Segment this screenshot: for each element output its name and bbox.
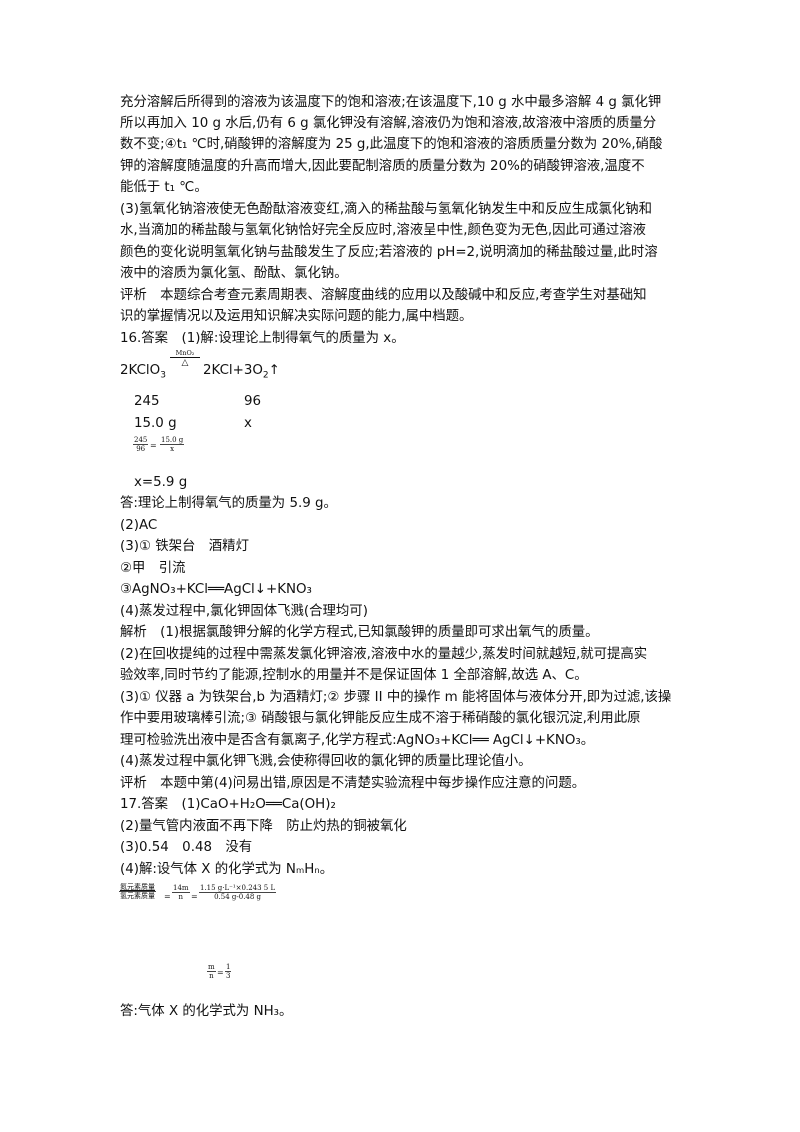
reaction-condition: MnO₂ △ (170, 350, 200, 369)
text-line: 水,当滴加的稀盐酸与氢氧化钠恰好完全反应时,溶液呈中性,颜色变为无色,因此可通过… (120, 223, 646, 238)
text-line: (2)量气管内液面不再下降 防止灼热的铜被氧化 (120, 819, 407, 834)
text-line: 液中的溶质为氯化氢、酚酞、氯化钠。 (120, 266, 348, 281)
text-line: 评析 本题综合考查元素周期表、溶解度曲线的应用以及酸碱中和反应,考查学生对基础知 (120, 288, 647, 303)
text-line: 识的掌握情况以及运用知识解决实际问题的能力,属中档题。 (120, 309, 473, 324)
equals-sign: = (191, 892, 198, 901)
text-line: 钾的溶解度随温度的升高而增大,因此要配制溶质的质量分数为 20%的硝酸钾溶液,温… (120, 159, 645, 174)
result-x: x=5.9 g (134, 475, 188, 490)
catalyst-label: MnO₂ (170, 350, 200, 358)
text-line: (2)在回收提纯的过程中需蒸发氯化钾溶液,溶液中水的量越少,蒸发时间就越短,就可… (120, 647, 648, 662)
gas-arrow: ↑ (268, 363, 280, 378)
equals-sign: = (150, 441, 157, 450)
text-line: ③AgNO₃+KCl══AgCl↓+KNO₃ (120, 582, 312, 597)
text-line: 所以再加入 10 g 水后,仍有 6 g 氯化钾没有溶解,溶液仍为饱和溶液,故溶… (120, 116, 657, 131)
text-line: 16.答案 (1)解:设理论上制得氧气的质量为 x。 (120, 331, 405, 346)
measured-ratio-fraction: 1.15 g·L⁻¹×0.243 5 L 0.54 g-0.48 g (199, 884, 277, 901)
text-line: 充分溶解后所得到的溶液为该温度下的饱和溶液;在该温度下,10 g 水中最多溶解 … (120, 95, 662, 110)
m-over-n-fraction: m n (207, 963, 216, 980)
mass-ratio-fraction: 氮元素质量 氢元素质量 (119, 883, 156, 900)
text-line: 答:理论上制得氧气的质量为 5.9 g。 (120, 496, 337, 511)
text-line: (3)① 铁架台 酒精灯 (120, 539, 249, 554)
molar-mass-kclo3: 245 (134, 394, 160, 409)
text-line: ②甲 引流 (120, 561, 186, 576)
text-line: 作中要用玻璃棒引流;③ 硝酸银与氯化钾能反应生成不溶于稀硝酸的氯化银沉淀,利用此… (120, 711, 641, 726)
text-line: 评析 本题中第(4)问易出错,原因是不清楚实验流程中每步操作应注意的问题。 (120, 776, 586, 791)
final-answer: 答:气体 X 的化学式为 NH₃。 (120, 1004, 293, 1019)
given-mass: 15.0 g (134, 416, 177, 431)
text-line: 理可检验洗出液中是否含有氯离子,化学方程式:AgNO₃+KCl══ AgCl↓+… (120, 733, 595, 748)
atomic-ratio-fraction: 14m n (172, 884, 190, 901)
fraction-b: 15.0 g x (160, 436, 185, 453)
reaction-products: 2KCl+3O2↑ (203, 363, 280, 381)
text-line: 解析 (1)根据氯酸钾分解的化学方程式,已知氯酸钾的质量即可求出氧气的质量。 (120, 625, 599, 640)
text-line: (4)蒸发过程中,氯化钾固体飞溅(合理均可) (120, 604, 368, 619)
text-line: (3)0.54 0.48 没有 (120, 840, 253, 855)
reaction-equation: 2KClO3 (120, 363, 166, 381)
text-line: (2)AC (120, 518, 158, 533)
text-line: (4)解:设气体 X 的化学式为 NₘHₙ。 (120, 862, 334, 877)
unknown-mass: x (244, 416, 252, 431)
molar-mass-o2: 96 (244, 394, 262, 409)
text-line: 17.答案 (1)CaO+H₂O══Ca(OH)₂ (120, 797, 336, 812)
heat-symbol: △ (181, 358, 189, 368)
text-line: 验效率,同时节约了能源,控制水的用量并不是保证固体 1 全部溶解,故选 A、C。 (120, 668, 588, 683)
text-line: 数不变;④t₁ ℃时,硝酸钾的溶解度为 25 g,此温度下的饱和溶液的溶质质量分… (120, 137, 663, 152)
text-line: (4)蒸发过程中氯化钾飞溅,会使称得回收的氯化钾的质量比理论值小。 (120, 754, 532, 769)
text-line: 能低于 t₁ ℃。 (120, 180, 208, 195)
equals-sign: = (164, 892, 171, 901)
text-line: (3)① 仪器 a 为铁架台,b 为酒精灯;② 步骤 II 中的操作 m 能将固… (120, 690, 672, 705)
fraction-a: 245 96 (133, 436, 149, 453)
text-line: (3)氢氧化钠溶液使无色酚酞溶液变红,滴入的稀盐酸与氢氧化钠发生中和反应生成氯化… (120, 202, 653, 217)
one-third-fraction: 1 3 (225, 963, 232, 980)
text-line: 颜色的变化说明氢氧化钠与盐酸发生了反应;若溶液的 pH=2,说明滴加的稀盐酸过量… (120, 245, 658, 260)
equals-sign: = (217, 968, 224, 977)
